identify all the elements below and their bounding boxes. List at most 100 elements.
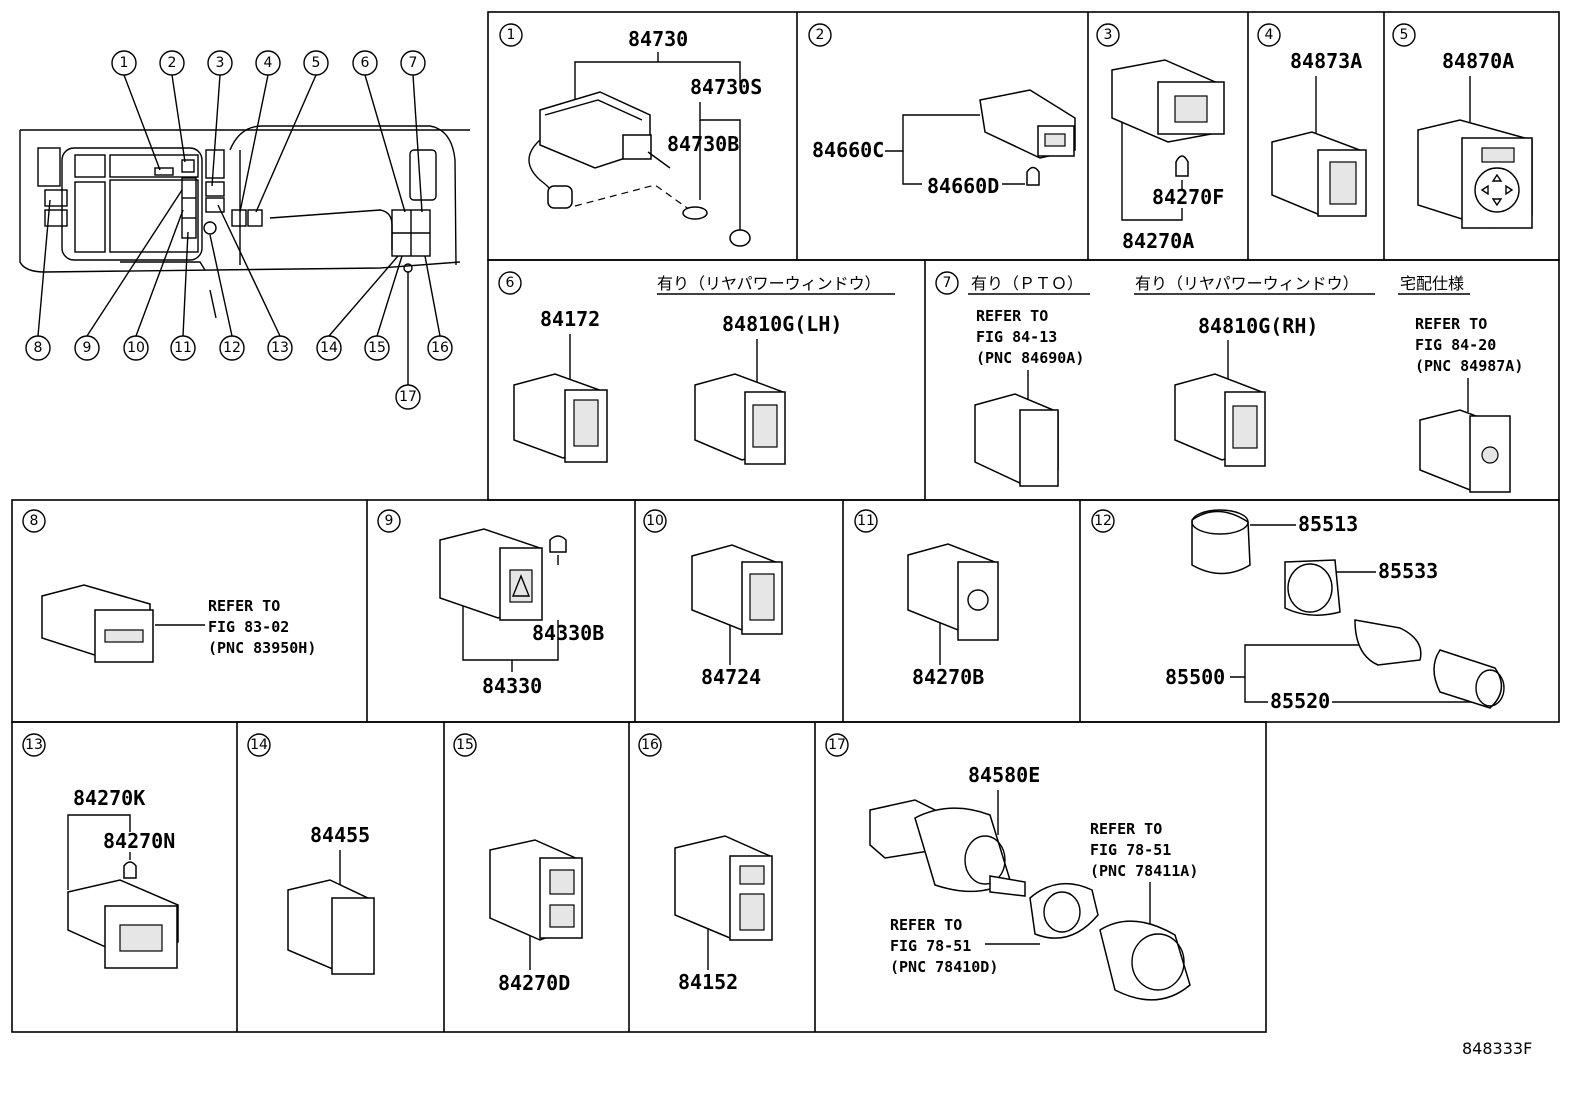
panel-number-circles: 1 2 3 4 5 6 7 8 9 10 11 12 13 14 15 16 1…	[22, 23, 1416, 757]
panel-15: 84270D	[489, 839, 583, 995]
panel-12-number: 12	[1094, 513, 1112, 529]
overview-callout-label: 8	[34, 340, 43, 356]
panel-5-number: 5	[1400, 27, 1409, 43]
overview-callout-label: 17	[399, 389, 417, 405]
switch-84270B-drawing	[907, 543, 999, 641]
part-84270K: 84270K	[73, 786, 145, 810]
overview-callout-circle	[123, 335, 149, 361]
panel-2-number: 2	[816, 27, 825, 43]
overview-callout-circle	[267, 335, 293, 361]
part-84330: 84330	[482, 674, 542, 698]
panel-17-number: 17	[828, 737, 846, 753]
switch-84270K-drawing	[67, 861, 179, 969]
overview-callout-label: 7	[409, 55, 418, 71]
panel-7: 有り（ＰＴＯ） 有り（リヤパワーウィンドウ） 宅配仕様 REFER TO FIG…	[968, 274, 1523, 493]
delivery-switch-drawing	[1419, 409, 1511, 493]
panel-13-number: 13	[25, 737, 43, 753]
panel-17-ref2-line2: FIG 78-51	[890, 937, 971, 955]
panel-7-note-delivery-spec: 宅配仕様	[1400, 274, 1464, 293]
overview-callout-8: 8	[25, 335, 51, 361]
part-84730: 84730	[628, 27, 688, 51]
panel-6-condition-note: 有り（リヤパワーウィンドウ）	[657, 274, 881, 293]
panel-1-number: 1	[507, 27, 516, 43]
part-84870A: 84870A	[1442, 49, 1514, 73]
overview-callout-label: 3	[216, 55, 225, 71]
overview-callout-label: 4	[264, 55, 273, 71]
overview-callout-label: 15	[368, 340, 386, 356]
panel-9-number: 9	[385, 513, 394, 529]
panel-6: 有り（リヤパワーウィンドウ） 84172 84810G(LH)	[513, 274, 895, 465]
overview-callout-10: 10	[123, 335, 149, 361]
panel-10: 84724	[691, 544, 783, 689]
panel-17-ref2-line1: REFER TO	[890, 916, 962, 934]
panel-11-number: 11	[857, 513, 875, 529]
switch-84172-drawing	[513, 373, 608, 463]
cigarette-lighter-drawing	[1191, 509, 1505, 709]
overview-callout-4: 4	[255, 50, 281, 76]
overview-callout-11: 11	[170, 335, 196, 361]
part-84270N: 84270N	[103, 829, 175, 853]
panel-3-number: 3	[1104, 27, 1113, 43]
light-unit-84730-drawing	[528, 91, 751, 247]
overview-callout-label: 5	[312, 55, 321, 71]
overview-callout-label: 12	[223, 340, 241, 356]
part-84724: 84724	[701, 665, 761, 689]
overview-callout-circle	[395, 384, 421, 410]
overview-callout-12: 12	[219, 335, 245, 361]
part-85520: 85520	[1270, 689, 1330, 713]
part-85500: 85500	[1165, 665, 1225, 689]
overview-callout-circle	[352, 50, 378, 76]
panel-4: 84873A	[1271, 49, 1367, 217]
switch-84270D-drawing	[489, 839, 583, 941]
overview-callout-13: 13	[267, 335, 293, 361]
overview-callout-circle	[170, 335, 196, 361]
part-85513: 85513	[1298, 512, 1358, 536]
overview-callout-circle	[364, 335, 390, 361]
mirror-switch-84870A-drawing	[1417, 119, 1533, 229]
overview-callout-label: 13	[271, 340, 289, 356]
overview-callout-9: 9	[74, 335, 100, 361]
part-84580E: 84580E	[968, 763, 1040, 787]
panel-7-ref1-line1: REFER TO	[976, 307, 1048, 325]
panel-17-ref1-line3: (PNC 78411A)	[1090, 862, 1198, 880]
switch-84152-drawing	[674, 835, 773, 941]
panel-14-number: 14	[250, 737, 268, 753]
panel-7-note-pto: 有り（ＰＴＯ）	[971, 274, 1083, 293]
switch-84270A-drawing	[1111, 59, 1225, 177]
panel-1: 84730 84730S 84730B	[528, 27, 762, 247]
part-85533: 85533	[1378, 559, 1438, 583]
part-84455: 84455	[310, 823, 370, 847]
overview-callout-14: 14	[316, 335, 342, 361]
overview-callout-circle	[316, 335, 342, 361]
overview-callout-7: 7	[400, 50, 426, 76]
overview-callout-circle	[255, 50, 281, 76]
dashboard-overview	[19, 74, 470, 385]
panel-12: 85513 85533 85500 85520	[1165, 509, 1505, 713]
panel-9: 84330B 84330	[439, 528, 604, 698]
overview-callout-5: 5	[303, 50, 329, 76]
panel-3: 84270F 84270A	[1111, 59, 1225, 253]
overview-callout-2: 2	[159, 50, 185, 76]
panel-8-ref-line2: FIG 83-02	[208, 618, 289, 636]
overview-callout-label: 1	[120, 55, 129, 71]
panel-11: 84270B	[907, 543, 999, 689]
overview-callout-label: 10	[127, 340, 145, 356]
panel-grid	[11, 11, 1560, 1033]
panel-7-ref1-line3: (PNC 84690A)	[976, 349, 1084, 367]
part-84270A: 84270A	[1122, 229, 1194, 253]
overview-callout-circle	[400, 50, 426, 76]
overview-callout-circle	[25, 335, 51, 361]
panel-7-note-rear-window: 有り（リヤパワーウィンドウ）	[1135, 274, 1359, 293]
panel-17-ref2-line3: (PNC 78410D)	[890, 958, 998, 976]
panel-8-ref-line3: (PNC 83950H)	[208, 639, 316, 657]
part-84810G-LH: 84810G(LH)	[722, 312, 842, 336]
overview-callout-label: 6	[361, 55, 370, 71]
panel-7-ref2-line3: (PNC 84987A)	[1415, 357, 1523, 375]
panel-15-number: 15	[456, 737, 474, 753]
panel-6-number: 6	[506, 275, 515, 291]
overview-callout-15: 15	[364, 335, 390, 361]
panel-10-number: 10	[646, 513, 664, 529]
part-84873A: 84873A	[1290, 49, 1362, 73]
panel-17: 84580E REFER TO FIG 78-51 (PNC 78411A) R…	[869, 763, 1198, 1001]
